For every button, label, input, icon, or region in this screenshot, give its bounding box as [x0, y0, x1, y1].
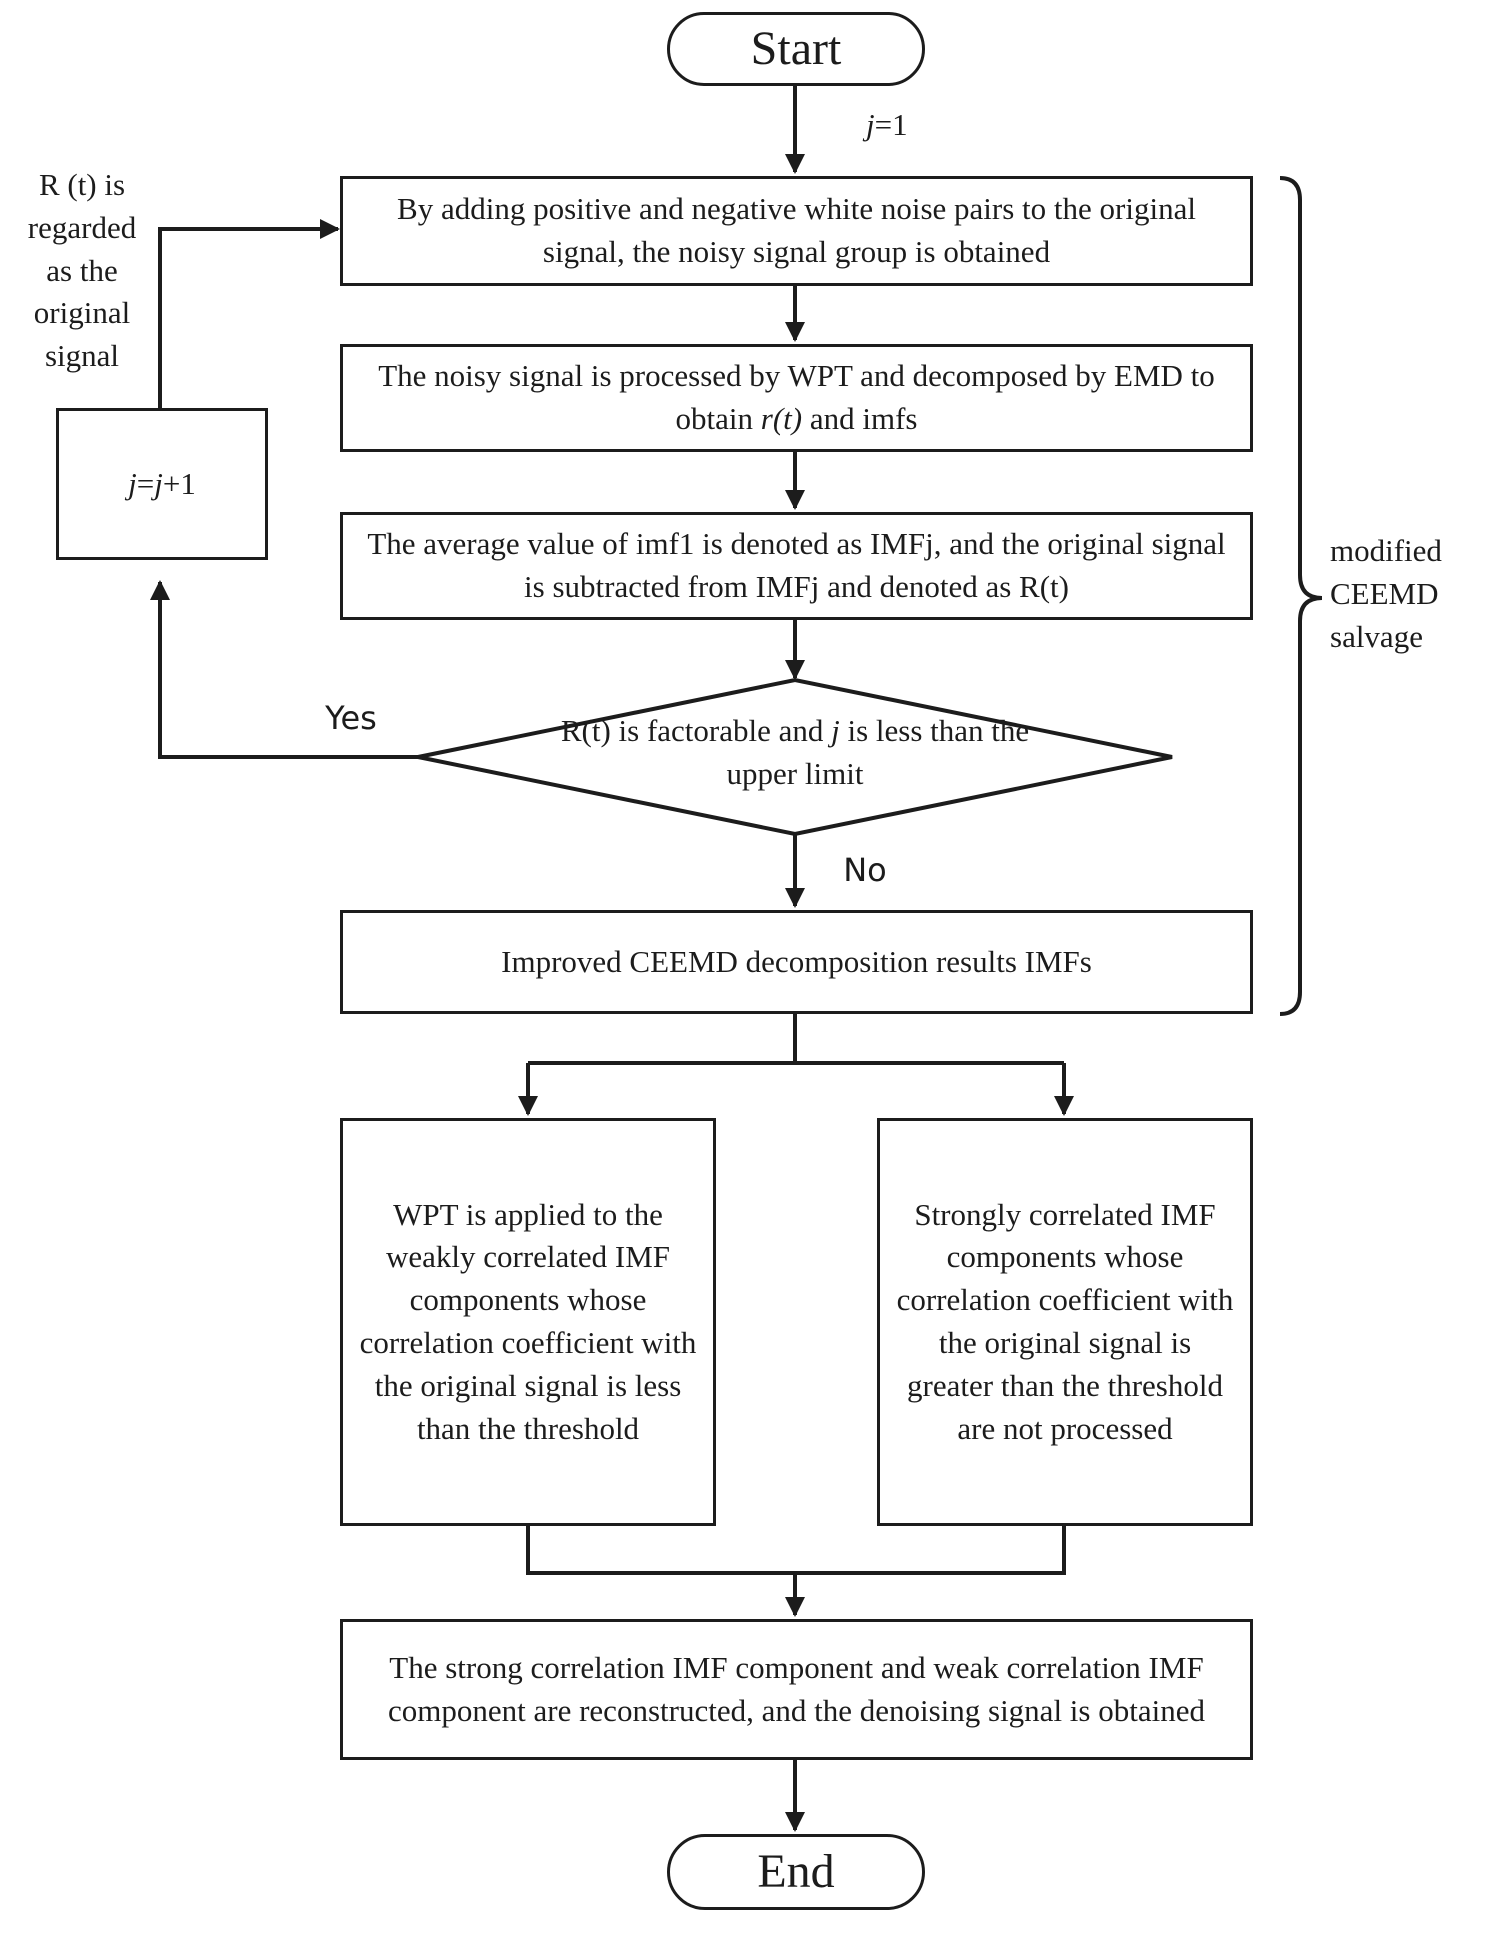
end-label: End — [757, 1845, 835, 1898]
step-wpt-emd-text-b: and imfs — [809, 401, 918, 436]
line-merge — [526, 1526, 1066, 1575]
feedback-note: R (t) is regarded as the original signal — [27, 167, 137, 374]
step-improved: Improved CEEMD decomposition results IMF… — [340, 910, 1253, 1014]
curly-bracket — [1279, 176, 1323, 1016]
decision-text: R(t) is factorable and j is less than th… — [560, 710, 1030, 796]
step-strong: Strongly correlated IMF components whose… — [877, 1118, 1253, 1526]
step-improved-text: Improved CEEMD decomposition results IMF… — [501, 943, 1092, 979]
decision-text-a: R(t) is factorable and — [560, 713, 824, 748]
decision-diamond — [417, 677, 1173, 837]
step-weak: WPT is applied to the weakly correlated … — [340, 1118, 716, 1526]
step-add-noise-text: By adding positive and negative white no… — [397, 191, 1196, 269]
step-strong-text: Strongly correlated IMF components whose… — [896, 1196, 1234, 1446]
step-wpt-emd-var: r(t) — [760, 401, 803, 436]
step-average: The average value of imf1 is denoted as … — [340, 512, 1253, 620]
decision-text-b: is less than the upper limit — [726, 713, 1030, 791]
arrow-feedback — [158, 219, 340, 408]
step-reconstruct-text: The strong correlation IMF component and… — [388, 1649, 1205, 1728]
end-terminal: End — [667, 1834, 925, 1910]
start-label: Start — [750, 22, 842, 75]
step-add-noise: By adding positive and negative white no… — [340, 176, 1253, 286]
yes-label: Yes — [325, 699, 377, 737]
increment-j2: j — [154, 465, 163, 501]
step-increment: j=j+1 — [56, 408, 268, 560]
step-wpt-emd: The noisy signal is processed by WPT and… — [340, 344, 1253, 452]
bracket-label: modified CEEMD salvage — [1330, 533, 1442, 654]
increment-j1: j — [128, 465, 137, 501]
init-rest: =1 — [874, 107, 908, 142]
increment-plus: +1 — [162, 465, 196, 501]
arrow-decision-yes — [150, 580, 418, 759]
decision-var: j — [831, 713, 840, 748]
step-wpt-emd-text-a: The noisy signal is processed by WPT and… — [378, 358, 1215, 436]
step-reconstruct: The strong correlation IMF component and… — [340, 1619, 1253, 1760]
no-label: No — [843, 851, 887, 889]
init-label: j=1 — [866, 104, 946, 147]
step-weak-text: WPT is applied to the weakly correlated … — [359, 1196, 697, 1446]
step-average-text: The average value of imf1 is denoted as … — [367, 526, 1226, 604]
start-terminal: Start — [667, 12, 925, 86]
init-var: j — [866, 107, 875, 142]
increment-eq: = — [136, 465, 155, 501]
